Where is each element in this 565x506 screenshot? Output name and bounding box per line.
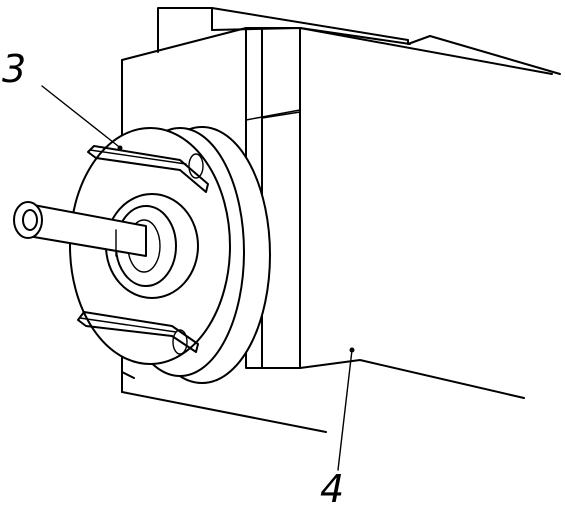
- flange-assembly: [69, 126, 271, 384]
- leader-3-dot: [117, 145, 123, 151]
- shaft-end: [13, 201, 43, 239]
- callout-label-4: 4: [320, 467, 344, 506]
- leader-4: [337, 349, 353, 471]
- leader-lines: [41, 85, 355, 471]
- leader-3: [41, 85, 119, 147]
- shaft-bore: [22, 209, 38, 231]
- leader-4-dot: [349, 347, 355, 353]
- shaft: [13, 201, 147, 257]
- flange-lower-slot: [77, 311, 199, 353]
- callout-label-3: 3: [2, 47, 26, 91]
- flange-upper-slot: [87, 145, 209, 193]
